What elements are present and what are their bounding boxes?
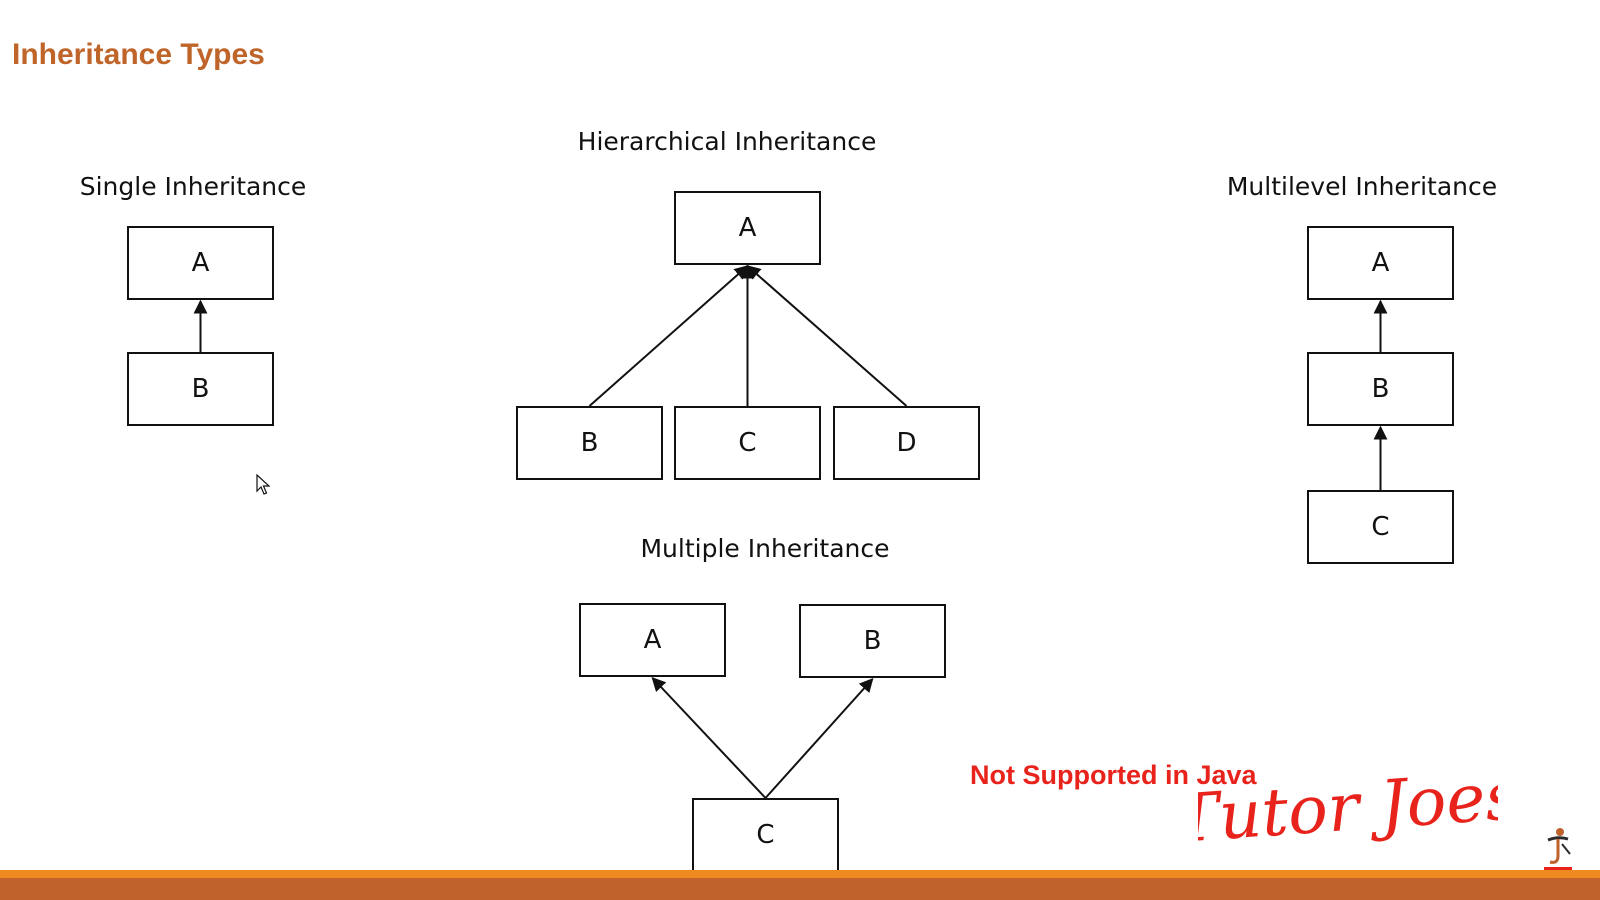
hierarchical-class-b-box: B [516,406,663,480]
single-class-b-box: B [127,352,274,426]
tutor-joes-figure-icon [1544,828,1572,870]
hierarchical-class-d-box: D [833,406,980,480]
multiple-arrow-c-to-b [764,677,874,799]
footer-bar [0,878,1600,900]
slide-title: Inheritance Types [12,38,265,71]
single-inheritance-label: Single Inheritance [79,172,307,201]
multilevel-class-c-box: C [1307,490,1454,564]
multilevel-inheritance-label: Multilevel Inheritance [1226,172,1498,201]
hierarchical-class-a-box: A [674,191,821,265]
mouse-pointer-icon [256,474,271,495]
multiple-class-b-box: B [799,604,946,678]
multiple-class-c-box: C [692,798,839,872]
hierarchical-class-c-box: C [674,406,821,480]
hierarchical-inheritance-label: Hierarchical Inheritance [577,127,877,156]
multilevel-class-a-box: A [1307,226,1454,300]
multiple-inheritance-label: Multiple Inheritance [640,534,890,563]
tutor-joes-logo: Tutor Joes [1198,762,1498,858]
hierarchical-arrow-d-to-a [746,265,908,407]
multiple-arrow-c-to-a [651,676,767,799]
hierarchical-arrow-b-to-a [588,265,749,407]
multiple-class-a-box: A [579,603,726,677]
multilevel-class-b-box: B [1307,352,1454,426]
svg-text:Tutor Joes: Tutor Joes [1198,762,1498,858]
not-supported-note: Not Supported in Java [970,760,1257,790]
footer-bar-accent [0,870,1600,878]
single-class-a-box: A [127,226,274,300]
